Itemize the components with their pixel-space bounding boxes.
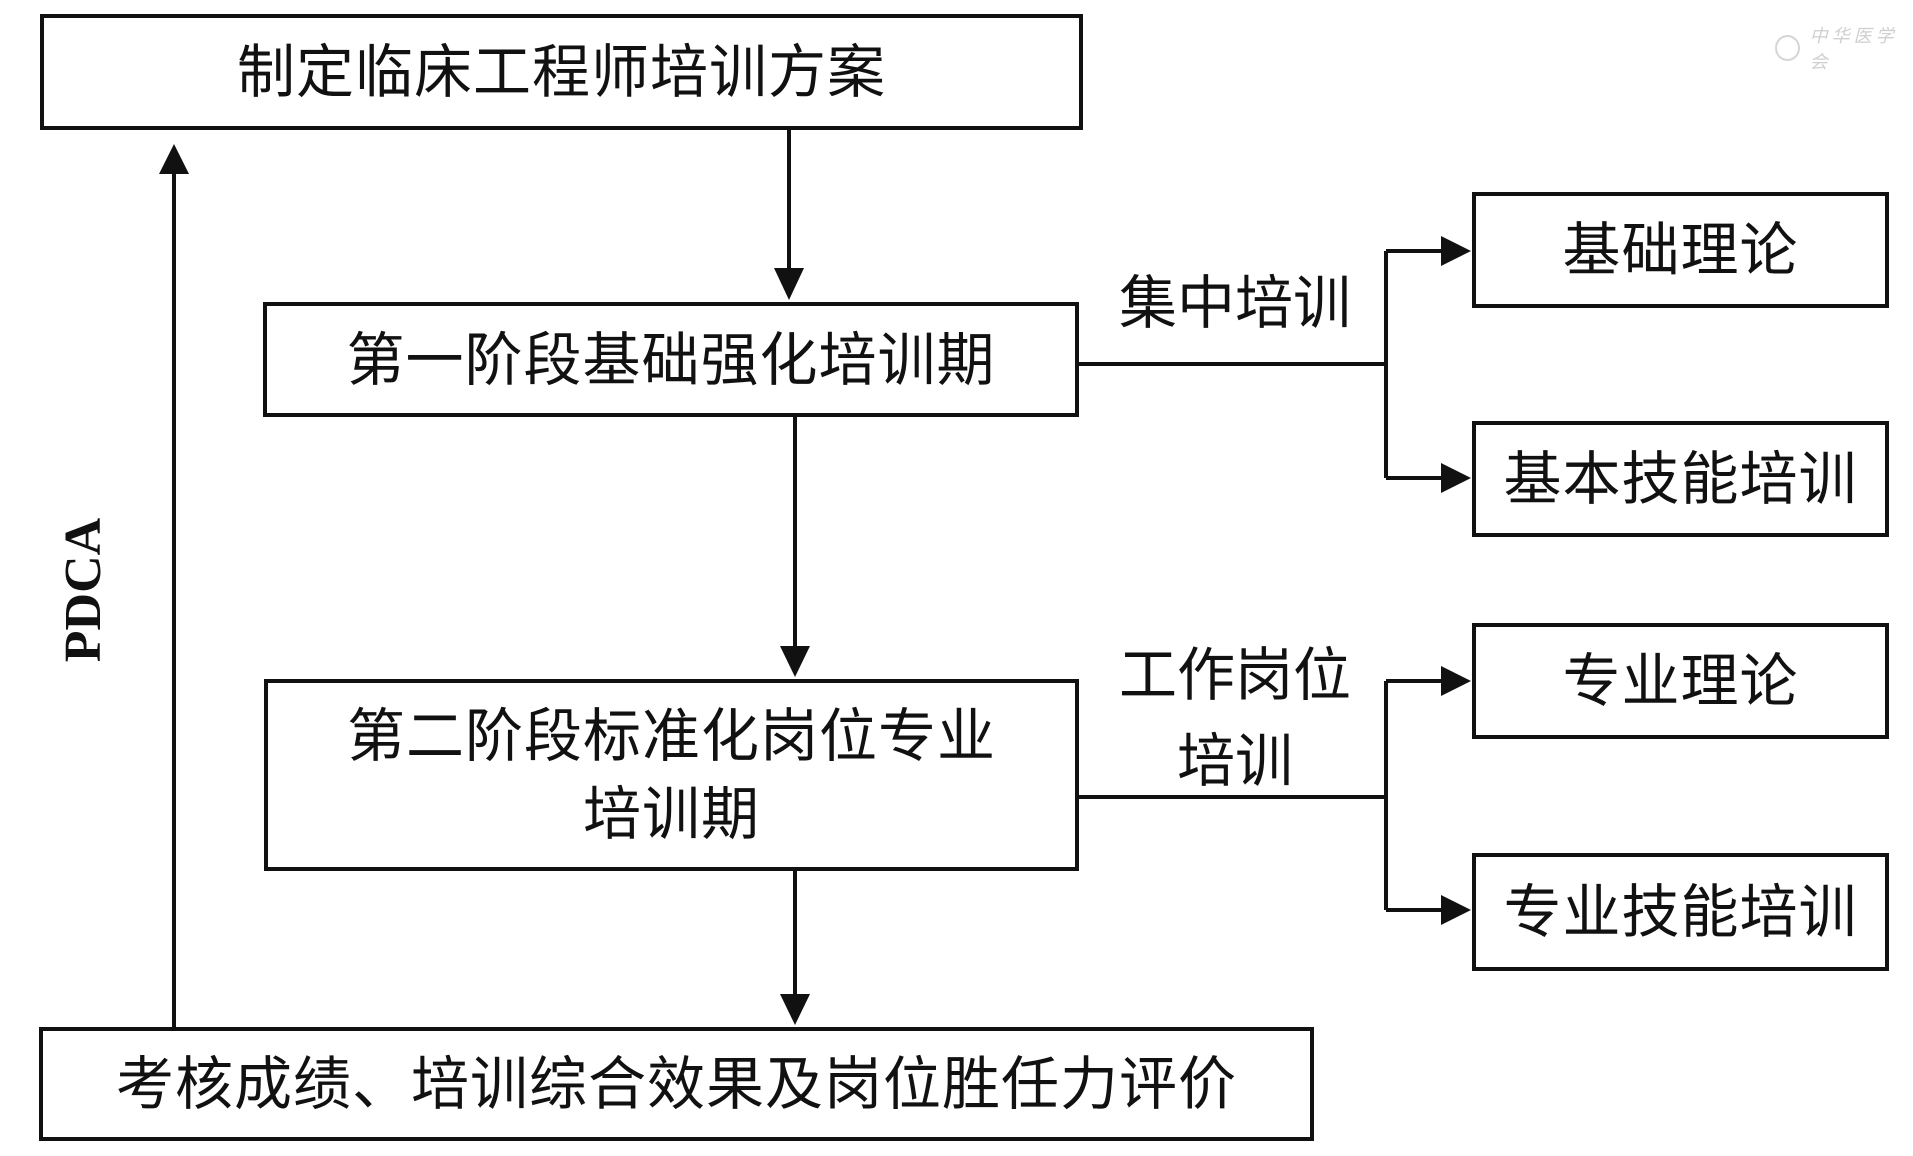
- node-pro-skills: 专业技能培训: [1472, 853, 1889, 971]
- arrowhead-feedback-pdca: [159, 144, 189, 174]
- node-training-plan-label: 制定临床工程师培训方案: [236, 38, 886, 106]
- node-basic-theory-label: 基础理论: [1562, 216, 1799, 284]
- node-evaluation-label: 考核成绩、培训综合效果及岗位胜任力评价: [115, 1050, 1237, 1118]
- node-basic-skills-label: 基本技能培训: [1503, 445, 1858, 513]
- watermark: 中华医学会: [1775, 22, 1913, 74]
- arrowhead-plan-to-stage1: [774, 268, 804, 300]
- node-stage2: 第二阶段标准化岗位专业 培训期: [264, 679, 1079, 871]
- watermark-text: 中华医学会: [1809, 26, 1898, 73]
- arrowhead-pro-skills: [1441, 895, 1471, 925]
- node-stage1: 第一阶段基础强化培训期: [263, 302, 1079, 417]
- node-evaluation: 考核成绩、培训综合效果及岗位胜任力评价: [39, 1027, 1314, 1141]
- edge-label-on-the-job-training: 工作岗位 培训: [1118, 641, 1351, 795]
- arrowhead-basic-skills: [1441, 463, 1471, 493]
- arrowhead-basic-theory: [1441, 236, 1471, 266]
- edge-label-pdca: PDCA: [55, 517, 112, 663]
- node-pro-theory: 专业理论: [1472, 623, 1889, 739]
- node-basic-theory: 基础理论: [1472, 192, 1889, 308]
- arrowhead-pro-theory: [1441, 666, 1471, 696]
- node-basic-skills: 基本技能培训: [1472, 421, 1889, 537]
- node-pro-theory-label: 专业理论: [1562, 647, 1799, 715]
- node-stage1-label: 第一阶段基础强化培训期: [346, 325, 996, 394]
- society-seal-icon: [1775, 35, 1800, 61]
- node-training-plan: 制定临床工程师培训方案: [40, 14, 1083, 130]
- edge-label-centralized-training: 集中培训: [1118, 269, 1351, 337]
- node-stage2-label: 第二阶段标准化岗位专业 培训期: [346, 702, 996, 848]
- arrowhead-stage2-to-evaluation: [780, 994, 810, 1025]
- node-pro-skills-label: 专业技能培训: [1503, 878, 1858, 946]
- arrowhead-stage1-to-stage2: [780, 646, 810, 677]
